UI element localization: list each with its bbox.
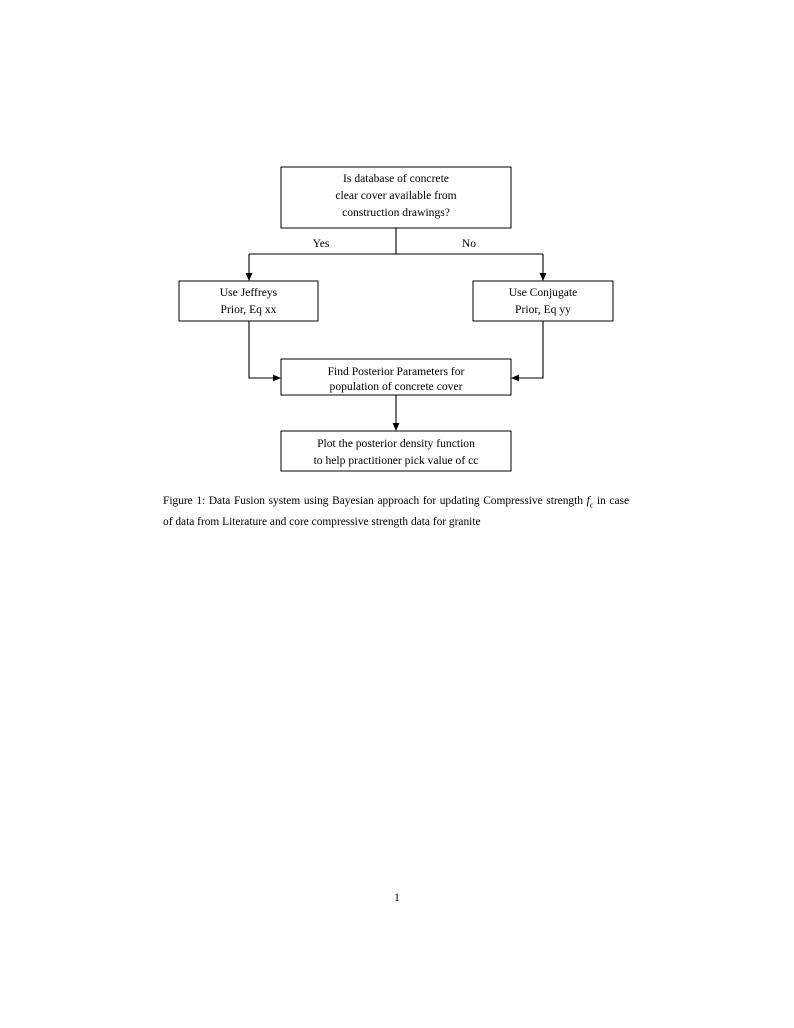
node-use-jeffreys-prior: Use Jeffreys Prior, Eq xx [178, 280, 319, 322]
figure-caption: Figure 1: Data Fusion system using Bayes… [163, 493, 629, 531]
branch-label-no: No [462, 237, 476, 250]
arrowhead-yes-into-jeffreys [245, 273, 253, 281]
plot-box-outline [280, 430, 512, 472]
node-decision-database-available: Is database of concrete clear cover avai… [280, 166, 512, 229]
node-find-posterior-parameters: Find Posterior Parameters for population… [280, 358, 512, 396]
decision-text-line-1: Is database of concrete [343, 172, 449, 185]
plot-text-line-1: Plot the posterior density function [317, 437, 475, 450]
decision-text-line-3: construction drawings? [342, 206, 450, 219]
page-number: 1 [394, 892, 400, 904]
caption-math-variable: f [586, 495, 590, 507]
arrowhead-jeffreys-into-posterior [273, 374, 281, 382]
arrowhead-conjugate-into-posterior [511, 374, 519, 382]
decision-box-outline [280, 166, 512, 229]
flowchart-diagram: Is database of concrete clear cover avai… [178, 166, 614, 472]
plot-text-line-2: to help practitioner pick value of cc [314, 454, 479, 467]
jeffreys-text-line-2: Prior, Eq xx [221, 303, 277, 316]
node-use-conjugate-prior: Use Conjugate Prior, Eq yy [472, 280, 614, 322]
node-plot-posterior-density: Plot the posterior density function to h… [280, 430, 512, 472]
caption-text-before-math: Data Fusion system using Bayesian approa… [205, 495, 587, 507]
posterior-box-outline [280, 358, 512, 396]
arrowhead-posterior-into-plot [392, 423, 400, 431]
jeffreys-text-line-1: Use Jeffreys [220, 286, 278, 299]
caption-math-subscript: c [589, 500, 594, 510]
arrowhead-no-into-conjugate [539, 273, 547, 281]
figure-region: Is database of concrete clear cover avai… [0, 0, 794, 490]
conjugate-text-line-2: Prior, Eq yy [515, 303, 571, 316]
decision-text-line-2: clear cover available from [335, 189, 456, 202]
branch-label-yes: Yes [313, 237, 330, 250]
caption-text-after-math: in case of data from Literature and core… [163, 495, 630, 528]
conjugate-box-outline [472, 280, 614, 322]
caption-label: Figure 1: [163, 495, 206, 507]
posterior-text-line-1: Find Posterior Parameters for [328, 365, 465, 378]
posterior-text-line-2: population of concrete cover [330, 380, 463, 393]
connector-conjugate-to-posterior [516, 321, 544, 379]
conjugate-text-line-1: Use Conjugate [509, 286, 578, 299]
connector-jeffreys-to-posterior [248, 321, 276, 379]
